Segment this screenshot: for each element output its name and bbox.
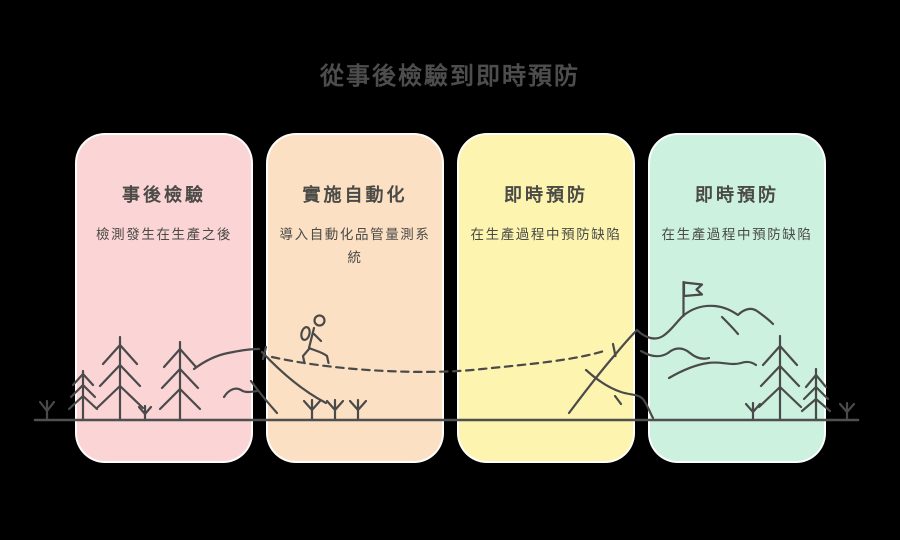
stage-card-automation: 實施自動化 導入自動化品管量測系統: [266, 133, 444, 463]
stage-card-inspection: 事後檢驗 檢測發生在生產之後: [75, 133, 253, 463]
stage-description: 在生產過程中預防缺陷: [661, 227, 813, 243]
stage-description: 導入自動化品管量測系統: [279, 227, 431, 266]
stage-title: 即時預防: [504, 185, 588, 206]
stage-title: 即時預防: [695, 185, 779, 206]
page-title: 從事後檢驗到即時預防: [320, 62, 580, 90]
stage-card-prevention: 即時預防 在生產過程中預防缺陷: [457, 133, 635, 463]
stage-description: 檢測發生在生產之後: [96, 227, 232, 243]
stage-title: 事後檢驗: [122, 185, 206, 206]
stage-title: 實施自動化: [302, 185, 408, 206]
stage-card-prevention-final: 即時預防 在生產過程中預防缺陷: [648, 133, 826, 463]
sapling-icon: [38, 399, 56, 422]
stage-description: 在生產過程中預防缺陷: [470, 227, 622, 243]
sapling-icon: [838, 401, 856, 422]
